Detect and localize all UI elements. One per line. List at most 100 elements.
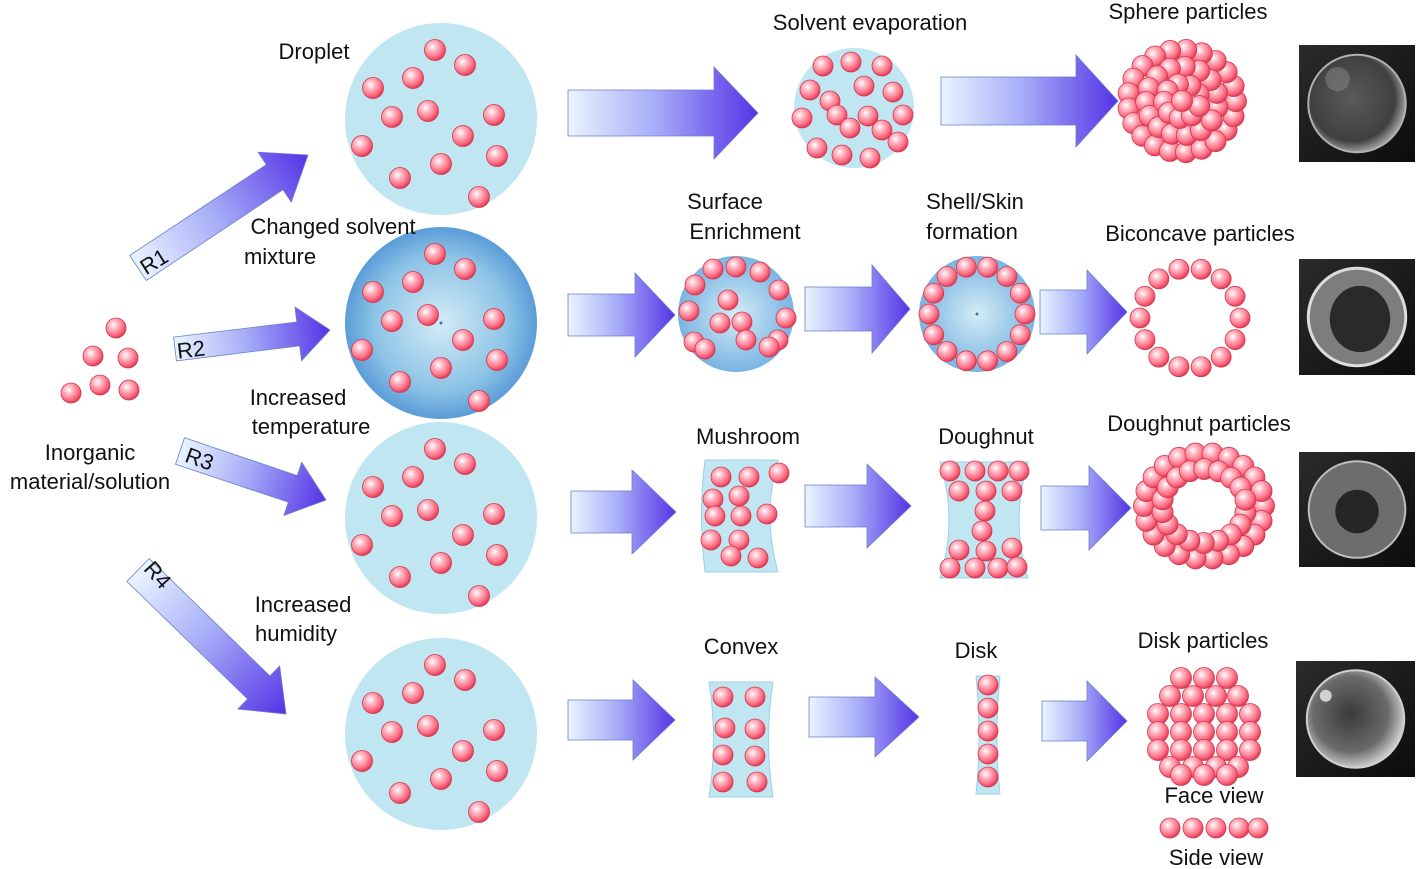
solvent-evaporation-label: Solvent evaporation bbox=[773, 10, 967, 35]
droplet-particle bbox=[417, 304, 439, 326]
doughnut-stage-particle bbox=[948, 480, 970, 502]
route-arrow-r2 bbox=[173, 306, 331, 362]
changed-solvent-label-line1: Changed solvent bbox=[250, 214, 415, 239]
droplet-particle bbox=[351, 534, 373, 556]
arrow-row1-b bbox=[940, 53, 1119, 149]
sem-disk-micrograph bbox=[1296, 661, 1415, 777]
disk-face-particle bbox=[1159, 685, 1181, 707]
evaporation-particle bbox=[882, 81, 904, 103]
biconcave-particle bbox=[1148, 268, 1170, 290]
evaporation-particle bbox=[853, 75, 875, 97]
doughnut-stage-particle bbox=[1006, 556, 1028, 578]
biconcave-particle bbox=[1210, 346, 1232, 368]
biconcave-particle bbox=[1134, 329, 1156, 351]
droplet-particle bbox=[381, 721, 403, 743]
droplet-particle bbox=[362, 281, 384, 303]
mushroom-particle bbox=[738, 466, 760, 488]
doughnut-stage-particle bbox=[975, 540, 997, 562]
droplet-particle bbox=[424, 654, 446, 676]
increased-temperature-label-line1: Increased bbox=[250, 385, 347, 410]
sem-doughnut-micrograph bbox=[1299, 452, 1415, 567]
evaporation-particle bbox=[871, 55, 893, 77]
droplet-particle bbox=[452, 740, 474, 762]
enrichment-particle bbox=[678, 300, 700, 322]
evaporation-particle bbox=[859, 147, 881, 169]
enrichment-particle bbox=[725, 256, 747, 278]
arrow-row2-b2 bbox=[1039, 269, 1128, 355]
disk-face-particle bbox=[1170, 764, 1192, 786]
enrichment-particle bbox=[758, 336, 780, 358]
route-arrow-r4 bbox=[126, 557, 287, 715]
droplet-particle bbox=[351, 135, 373, 157]
convex-particle bbox=[714, 717, 736, 739]
droplet-particle bbox=[486, 145, 508, 167]
sem-sphere-micrograph bbox=[1299, 45, 1415, 162]
doughnut-stage-particle bbox=[964, 460, 986, 482]
sem-disk-micrograph-debris bbox=[1319, 689, 1332, 702]
disk-stage-particle bbox=[977, 766, 999, 788]
droplet-particle bbox=[452, 125, 474, 147]
shell-particle bbox=[996, 341, 1018, 362]
mushroom-particle bbox=[756, 503, 778, 525]
side-view-label: Side view bbox=[1169, 845, 1263, 869]
droplet-particle bbox=[430, 552, 452, 574]
droplet-particle bbox=[389, 167, 411, 189]
droplet-particle bbox=[468, 186, 490, 208]
enrichment-particle bbox=[731, 311, 753, 333]
droplet-particle bbox=[417, 715, 439, 737]
arrow-row2-b bbox=[804, 263, 911, 355]
mushroom-particle bbox=[747, 547, 769, 569]
source-particle bbox=[60, 382, 82, 404]
evaporation-particle bbox=[806, 137, 828, 159]
droplet-particle bbox=[402, 466, 424, 488]
enrichment-particle bbox=[709, 312, 731, 334]
droplet-particle bbox=[468, 801, 490, 823]
mushroom-particle bbox=[730, 505, 752, 527]
droplet-r3 bbox=[345, 422, 537, 614]
shell-skin-label-line1: Shell/Skin bbox=[926, 189, 1024, 214]
biconcave-particle bbox=[1224, 329, 1246, 351]
droplet-particle bbox=[424, 243, 446, 265]
enrichment-particle bbox=[694, 338, 716, 360]
disk-side-particle bbox=[1205, 817, 1227, 839]
droplet-particle bbox=[362, 476, 384, 498]
droplet-r1 bbox=[345, 23, 537, 215]
increased-humidity-label-line1: Increased bbox=[255, 592, 352, 617]
route-arrow-r3 bbox=[175, 437, 327, 517]
sem-biconcave-micrograph bbox=[1299, 259, 1415, 375]
shell-particle bbox=[996, 266, 1018, 287]
biconcave-particle bbox=[1224, 285, 1246, 307]
sphere-particles-label: Sphere particles bbox=[1109, 0, 1268, 24]
droplet-particle bbox=[483, 104, 505, 126]
biconcave-particle bbox=[1190, 258, 1212, 280]
convex-particle bbox=[712, 686, 734, 708]
enrichment-particle bbox=[768, 279, 790, 301]
route-arrow-r1 bbox=[129, 151, 309, 282]
enrichment-particle bbox=[684, 274, 706, 296]
disk-face-particle bbox=[1170, 667, 1192, 689]
disk-face-particle bbox=[1170, 739, 1192, 761]
doughnut-stage-particle bbox=[987, 460, 1009, 482]
arrow-row3-a bbox=[570, 469, 677, 555]
mushroom-particle bbox=[728, 485, 750, 507]
enrichment-particle bbox=[735, 329, 757, 351]
convex-particle bbox=[712, 771, 734, 793]
disk-face-particle bbox=[1205, 685, 1227, 707]
biconcave-particle bbox=[1190, 356, 1212, 378]
convex-particle bbox=[712, 744, 734, 766]
shell-particle bbox=[936, 341, 958, 362]
droplet-particle bbox=[468, 585, 490, 607]
biconcave-particle bbox=[1148, 346, 1170, 368]
droplet-r4 bbox=[345, 638, 537, 830]
convex-shape bbox=[708, 681, 774, 798]
doughnut-particles-label: Doughnut particles bbox=[1107, 411, 1290, 436]
droplet-particle bbox=[454, 453, 476, 475]
droplet-particle bbox=[389, 371, 411, 393]
enrichment-particle bbox=[702, 258, 724, 280]
disk-face-particle bbox=[1216, 667, 1238, 689]
biconcave-particle bbox=[1129, 307, 1151, 329]
arrow-row3-c bbox=[1040, 465, 1132, 551]
doughnut-stage-particle bbox=[964, 557, 986, 579]
disk-stage-particle bbox=[977, 697, 999, 719]
convex-particle bbox=[744, 686, 766, 708]
